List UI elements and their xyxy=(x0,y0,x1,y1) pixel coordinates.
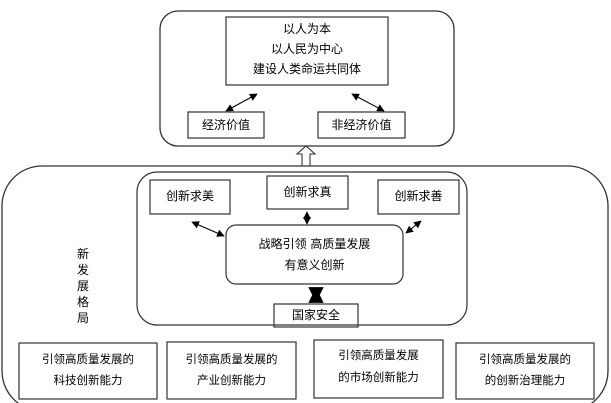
non-economic-value-label: 非经济价值 xyxy=(331,118,392,132)
capability-box-4 xyxy=(455,342,595,400)
strategy-label-1: 战略引领 高质量发展 xyxy=(258,237,371,251)
arrow-goodness-strategy xyxy=(405,220,422,234)
capability-box-2 xyxy=(166,341,297,400)
capability-1-line1: 引领高质量发展的 xyxy=(42,352,134,366)
capability-box-3 xyxy=(313,339,444,399)
core-text-3: 建设人类命运共同体 xyxy=(252,62,361,76)
core-text-1: 以人为本 xyxy=(282,22,331,36)
innovation-truth-box xyxy=(266,175,349,210)
strategy-box xyxy=(225,224,404,285)
hollow-up-arrow xyxy=(295,145,317,167)
capability-4-line2: 的创新治理能力 xyxy=(484,373,566,387)
economic-value-label: 经济价值 xyxy=(201,118,250,132)
innovation-truth-label: 创新求真 xyxy=(283,185,332,199)
capability-2-line2: 产业创新能力 xyxy=(197,373,266,387)
core-text-2: 以人民为中心 xyxy=(270,42,343,56)
non-economic-value-box xyxy=(317,111,406,139)
economic-value-box xyxy=(187,111,265,139)
arrow-beauty-strategy xyxy=(191,221,225,237)
innovation-container xyxy=(136,171,468,326)
capability-box-1 xyxy=(18,342,158,400)
capability-3-line1: 引领高质量发展 xyxy=(338,348,419,362)
arrow-core-noneconomic xyxy=(351,93,385,112)
capability-3-line2: 的市场创新能力 xyxy=(338,370,419,384)
capability-4-line1: 引领高质量发展的 xyxy=(479,352,571,366)
capability-2-line1: 引领高质量发展的 xyxy=(185,352,278,366)
new-development-pattern-label: 新发展格局 xyxy=(76,247,89,325)
core-box xyxy=(225,16,389,86)
capability-1-line2: 科技创新能力 xyxy=(53,373,123,387)
innovation-beauty-box xyxy=(149,179,231,215)
innovation-beauty-label: 创新求美 xyxy=(165,189,214,203)
innovation-goodness-box xyxy=(377,179,460,215)
innovation-goodness-label: 创新求善 xyxy=(394,189,443,203)
national-security-label: 国家安全 xyxy=(291,308,340,322)
strategy-label-2: 有意义创新 xyxy=(284,258,345,272)
arrow-core-economic xyxy=(225,93,258,112)
values-container xyxy=(159,10,455,147)
new-development-pattern-container xyxy=(1,165,609,403)
national-security-box xyxy=(273,303,359,328)
